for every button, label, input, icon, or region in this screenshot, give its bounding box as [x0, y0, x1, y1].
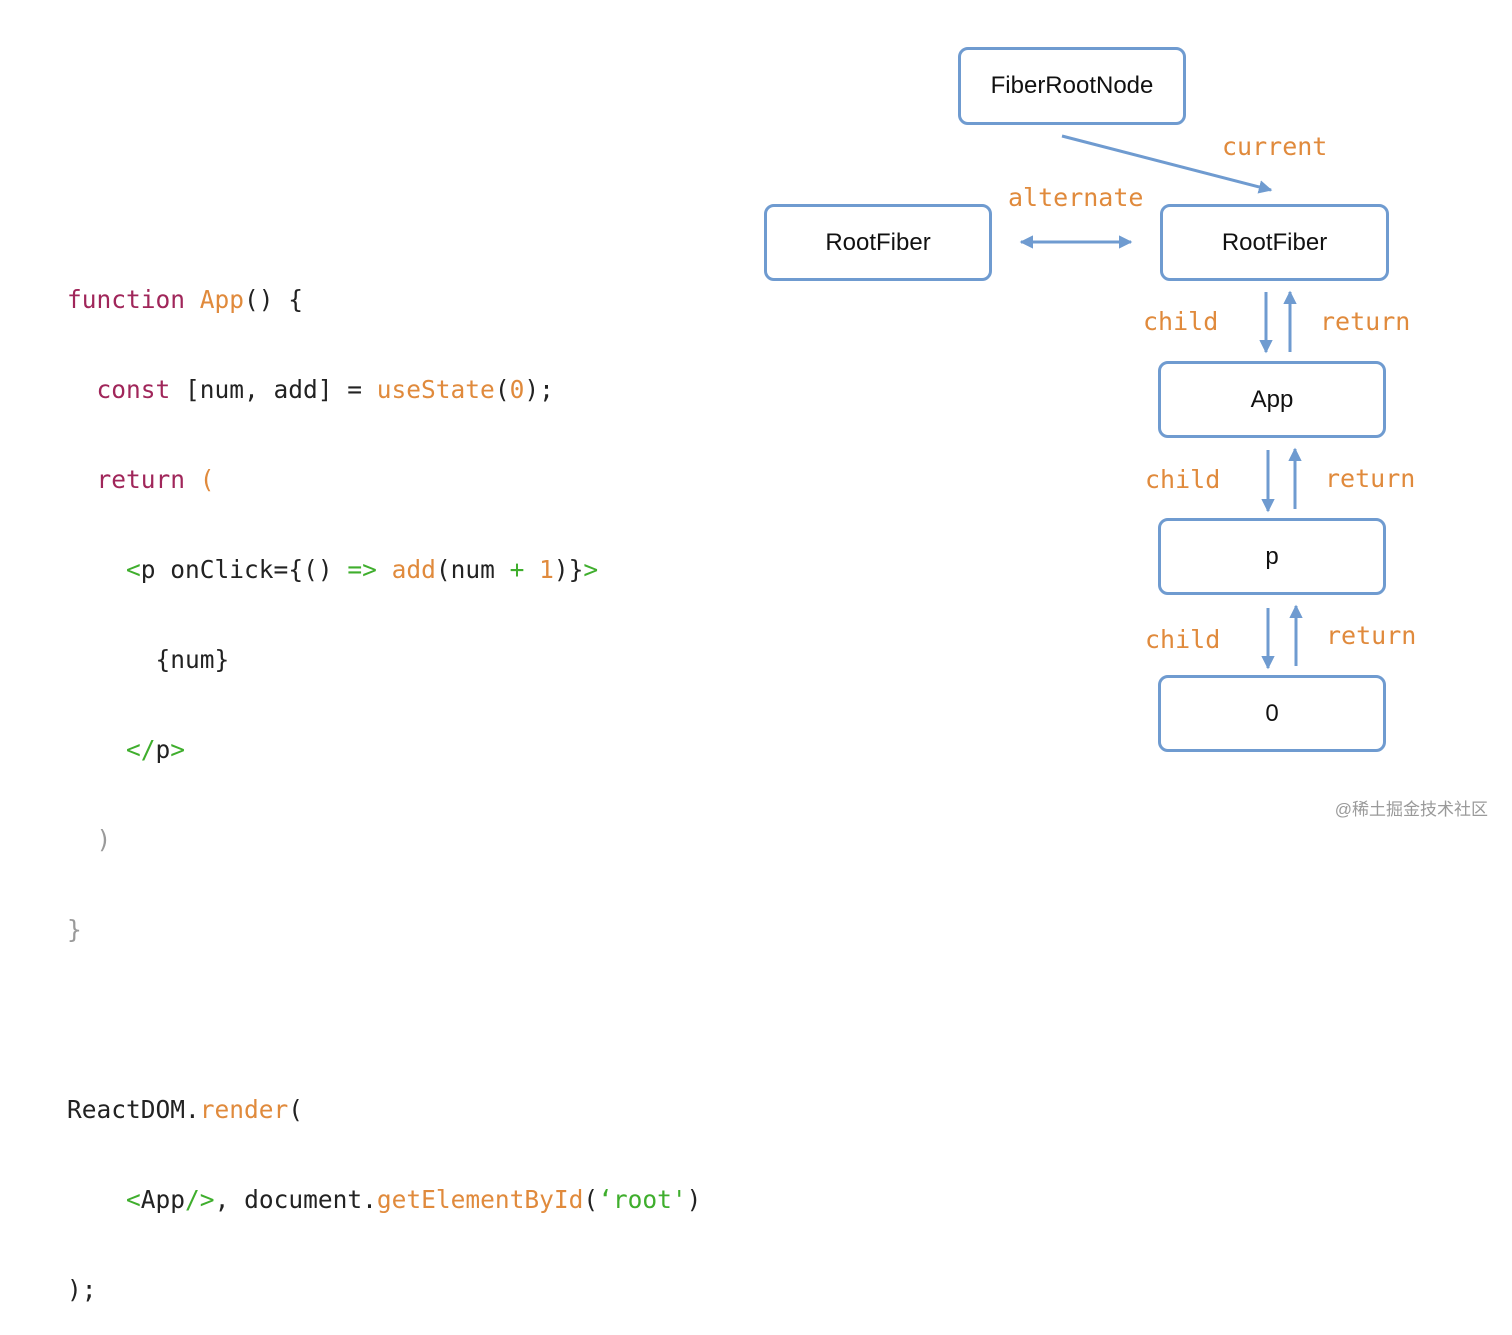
code-text: )} — [553, 555, 584, 584]
code-number: 0 — [509, 375, 525, 404]
root-fiber-left-label: RootFiber — [825, 228, 931, 256]
fiber-root-node: FiberRootNode — [958, 47, 1186, 125]
code-keyword: const — [96, 375, 171, 404]
code-line-6: </p> — [67, 735, 701, 765]
watermark: @稀土掘金技术社区 — [1334, 800, 1488, 819]
child-label-3: child — [1145, 625, 1221, 654]
fiber-root-node-label: FiberRootNode — [990, 72, 1154, 99]
code-attr: onClick= — [155, 555, 289, 584]
return-label-3: return — [1326, 621, 1417, 650]
return-label-1: return — [1320, 307, 1411, 336]
root-fiber-left-node: RootFiber — [764, 204, 992, 281]
code-text: {() — [288, 555, 348, 584]
code-jsx-bracket: > — [170, 735, 186, 764]
code-line-2: const [num, add] = useState(0); — [67, 375, 701, 405]
code-line-5: {num} — [67, 645, 701, 675]
code-jsx-bracket: < — [126, 555, 141, 584]
root-fiber-right-node: RootFiber — [1160, 204, 1389, 281]
code-line-8: } — [67, 915, 701, 945]
code-jsx-bracket: /> — [185, 1185, 215, 1214]
code-text: [num, add] = — [170, 375, 377, 404]
code-function-call: useState — [376, 375, 495, 404]
code-jsx-tag: p — [140, 555, 156, 584]
code-function-call: add — [376, 555, 436, 584]
code-line-10: ReactDOM.render( — [67, 1095, 701, 1125]
code-function-call: render — [199, 1095, 289, 1124]
code-keyword: function — [67, 285, 186, 314]
code-text: ( — [288, 1095, 304, 1124]
app-node: App — [1158, 361, 1386, 438]
code-arrow: => — [347, 555, 377, 584]
code-line-9 — [67, 1005, 701, 1035]
code-keyword: return — [96, 465, 186, 494]
code-operator: + — [509, 555, 525, 584]
code-line-11: <App/>, document.getElementById(‘root') — [67, 1185, 701, 1215]
zero-node: 0 — [1158, 675, 1386, 752]
code-jsx-bracket: > — [583, 555, 599, 584]
code-line-12: ); — [67, 1275, 701, 1305]
code-text: {num} — [155, 645, 230, 674]
code-text: ) — [686, 1185, 702, 1214]
child-label-1: child — [1143, 307, 1219, 336]
code-jsx-tag: App — [140, 1185, 186, 1214]
code-paren: ( — [185, 465, 215, 494]
code-line-1: function App() { — [67, 285, 701, 315]
code-text: ); — [67, 1275, 97, 1304]
return-label-2: return — [1325, 464, 1416, 493]
code-jsx-tag: p — [155, 735, 171, 764]
code-number: 1 — [524, 555, 554, 584]
code-function-name: App — [199, 285, 245, 314]
code-text: , document. — [214, 1185, 377, 1214]
code-text: ( — [494, 375, 510, 404]
code-object: ReactDOM. — [67, 1095, 200, 1124]
child-label-2: child — [1145, 465, 1221, 494]
zero-node-label: 0 — [1265, 699, 1279, 727]
current-label: current — [1222, 132, 1328, 161]
current-arrow — [1061, 134, 1273, 194]
code-function-call: getElementById — [376, 1185, 584, 1214]
p-node-label: p — [1265, 542, 1279, 570]
code-brace: } — [67, 915, 82, 944]
code-string: ‘root' — [598, 1185, 687, 1214]
alternate-label: alternate — [1008, 183, 1144, 212]
code-text: ( — [583, 1185, 599, 1214]
diagram-arrows — [1019, 134, 1303, 670]
code-jsx-bracket: </ — [126, 735, 156, 764]
p-node: p — [1158, 518, 1386, 595]
code-jsx-bracket: < — [126, 1185, 141, 1214]
app-node-label: App — [1250, 385, 1294, 413]
code-text: () { — [244, 285, 304, 314]
code-text: (num — [435, 555, 510, 584]
root-fiber-right-label: RootFiber — [1221, 228, 1328, 256]
code-line-3: return ( — [67, 465, 701, 495]
code-text: ); — [524, 375, 554, 404]
code-line-4: <p onClick={() => add(num + 1)}> — [67, 555, 701, 585]
